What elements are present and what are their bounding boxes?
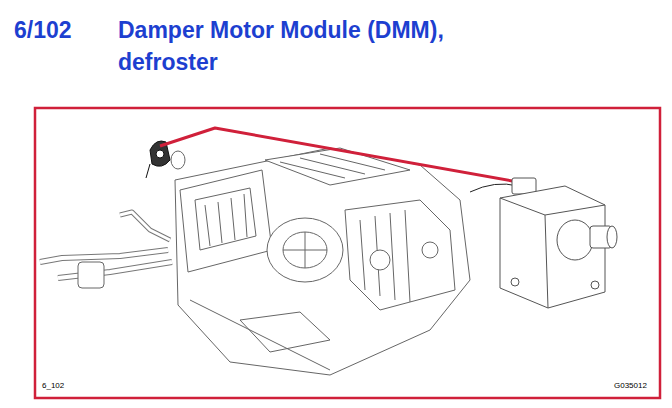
fin (360, 220, 365, 290)
frame-border (35, 108, 660, 398)
leader-line (160, 128, 518, 182)
connector-wire (470, 184, 518, 192)
heater-section (345, 200, 455, 310)
grille-line (244, 194, 247, 237)
dmm-small-shaft (156, 150, 164, 158)
pipe-inner (58, 262, 172, 278)
dmm-small-wire (146, 164, 150, 178)
rib (300, 158, 365, 174)
dmm-seat (171, 151, 185, 169)
drawing-number: G035012 (614, 381, 647, 391)
grille (195, 188, 256, 250)
dmm-large (500, 178, 617, 308)
blower-wheel (267, 218, 343, 282)
pipe-block (78, 262, 104, 288)
figure-id: 6_102 (42, 381, 64, 391)
blower-hub (283, 232, 327, 268)
fin (405, 210, 410, 302)
dmm-screw (511, 278, 519, 286)
dmm-shaft-end (607, 226, 617, 248)
fin (390, 213, 395, 300)
dmm-gear-cover (557, 220, 593, 260)
hvac-unit (40, 148, 470, 375)
seam (190, 300, 330, 370)
housing-top (265, 148, 410, 185)
grille-line (231, 198, 235, 240)
grille-line (205, 205, 210, 246)
pipe-inner (120, 212, 170, 240)
grille-line (218, 202, 222, 243)
actuator-mount (422, 242, 438, 258)
defroster-dmm-small (146, 141, 185, 178)
blower-vane (305, 232, 306, 268)
pipe (58, 262, 172, 278)
rib (280, 162, 345, 178)
blower-box (180, 170, 272, 272)
dmm-edge (500, 198, 605, 215)
dmm-screw (591, 281, 599, 289)
actuator-mount (370, 250, 390, 270)
dmm-edge (545, 215, 548, 308)
pipe-inner (40, 250, 168, 262)
housing (175, 148, 470, 375)
pipe (120, 212, 170, 240)
dmm-housing (500, 186, 605, 308)
figure-number: 6/102 (14, 14, 72, 46)
pipe (40, 250, 168, 262)
title: Damper Motor Module (DMM), defroster (118, 14, 498, 78)
